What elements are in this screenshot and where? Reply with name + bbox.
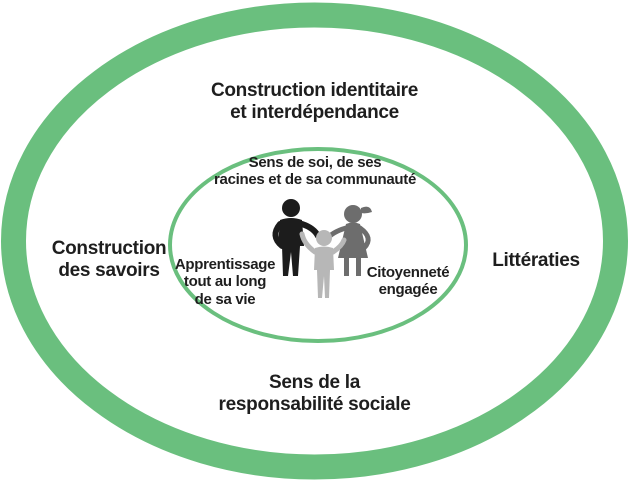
label-construction-savoirs: Construction des savoirs [34,238,184,282]
label-line: et interdépendance [230,101,399,123]
label-line: responsabilité sociale [218,393,411,415]
label-line: Construction [51,238,167,259]
dark-person-icon [272,199,321,276]
label-line: Construction identitaire [210,80,419,101]
label-construction-identitaire: Construction identitaire et interdépenda… [150,80,479,124]
label-line: de sa vie [194,290,256,308]
label-citoyennete: Citoyenneté engagée [355,264,461,299]
label-line: Littératies [492,250,580,271]
inner-ring [168,147,468,343]
girl-person-icon [323,205,372,276]
child-person-icon [299,230,347,298]
label-litteraties: Littératies [470,250,602,272]
label-line: Citoyenneté [366,264,450,281]
label-line: tout au long [183,273,267,291]
label-line: Sens de la [269,372,360,393]
label-line: racines et de sa communauté [214,171,416,189]
label-line: Apprentissage [174,256,276,273]
label-sens-de-soi: Sens de soi, de ses racines et de sa com… [205,154,425,189]
people-holding-hands-icon [272,199,372,298]
label-line: des savoirs [58,259,160,281]
label-apprentissage: Apprentissage tout au long de sa vie [163,256,287,308]
label-line: Sens de soi, de ses [248,154,382,171]
label-line: engagée [378,281,438,299]
label-responsabilite-sociale: Sens de la responsabilité sociale [150,372,479,416]
